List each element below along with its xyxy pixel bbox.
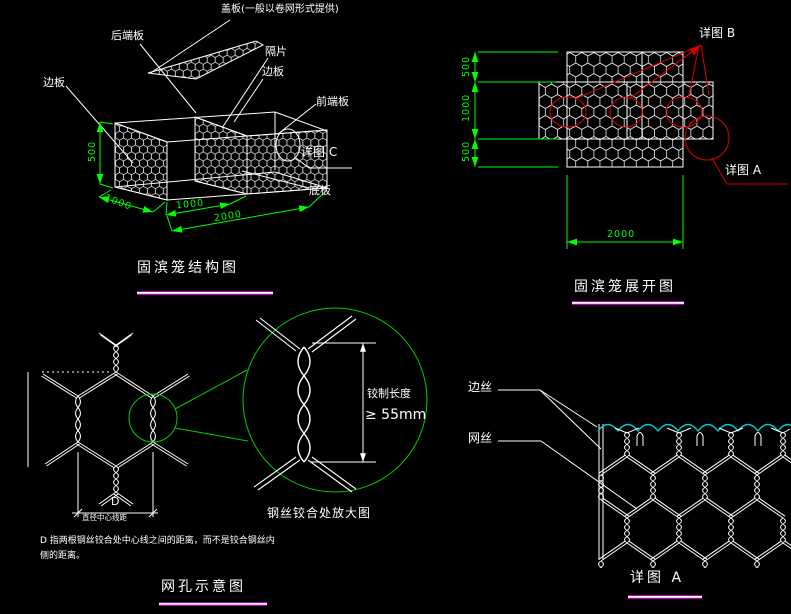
box-height-dim: 500 xyxy=(87,140,98,162)
unfold-length-dim: 2000 xyxy=(607,229,636,240)
unfold-detail-callouts xyxy=(549,44,788,185)
magnified-twist xyxy=(253,315,376,493)
side-panel-right-label: 边板 xyxy=(262,65,284,78)
unfold-bottom-flap-dim: 500 xyxy=(461,140,472,162)
side-panel-left-label: 边板 xyxy=(43,76,65,89)
front-panel-leader xyxy=(277,103,317,135)
detail-b-label: 详图 B xyxy=(699,26,736,40)
edge-wire-label: 边丝 xyxy=(468,380,493,394)
selvedge-wrap-cyan xyxy=(597,423,791,433)
magnifier-circle xyxy=(242,307,428,493)
cover-leader xyxy=(151,19,231,73)
mesh-view-title: 网孔示意图 xyxy=(161,579,246,595)
detail-c-label: 详图 C xyxy=(301,145,338,159)
structure-dimensions xyxy=(96,121,328,233)
detail-a-leader xyxy=(711,157,788,185)
diaphragm-label: 隔片 xyxy=(265,45,287,58)
cover-panel-hatch xyxy=(147,40,265,80)
bottom-panel-label: 底板 xyxy=(309,184,331,197)
d-sub-label: 直径中心线距 xyxy=(82,513,127,522)
mesh-title-underline xyxy=(159,602,267,606)
unfold-bottom-flap xyxy=(566,138,684,168)
unfold-view xyxy=(538,51,714,168)
mesh-note-line1: D 指两根钢丝铰合处中心线之间的距离，而不是铰合钢丝内 xyxy=(40,536,275,546)
detail-a-mesh xyxy=(598,427,791,568)
detail-c-circle xyxy=(275,128,301,162)
mesh-wire-label: 网丝 xyxy=(468,431,493,445)
diaphragm-leader xyxy=(221,57,269,129)
back-panel-label: 后端板 xyxy=(111,29,144,42)
detail-a-title-underline xyxy=(628,595,702,599)
cover-label: 盖板(一般以卷网形式提供) xyxy=(221,4,339,15)
unfold-middle-dim: 1000 xyxy=(461,93,472,122)
unfold-dimensions xyxy=(471,51,684,249)
structure-3d-box xyxy=(65,19,352,201)
unfold-left-flap xyxy=(538,81,568,140)
side-panel-right-leader xyxy=(233,78,264,123)
twist-length-label: 铰制长度 xyxy=(367,387,411,400)
magnifier-callout xyxy=(128,307,428,493)
unfold-top-flap xyxy=(566,51,684,83)
detail-c-leader xyxy=(295,157,352,169)
structure-view-title: 固滨笼结构图 xyxy=(137,260,239,276)
detail-a-callout-label: 详图 A xyxy=(725,163,762,177)
front-panel-label: 前端板 xyxy=(316,95,349,108)
d-dim-label: D xyxy=(111,495,120,508)
magnifier-caption: 钢丝铰合处放大图 xyxy=(267,506,372,520)
unfold-title-underline xyxy=(572,301,684,305)
bottom-panel-leader xyxy=(241,170,310,189)
detail-a-view-title: 详图 A xyxy=(630,570,685,586)
unfold-top-flap-dim: 500 xyxy=(461,55,472,77)
structure-title-underline xyxy=(137,291,273,295)
mesh-schematic xyxy=(27,332,190,518)
back-panel-leader xyxy=(139,43,197,114)
mesh-note-line2: 侧的距离。 xyxy=(40,551,86,561)
twist-length-value: ≥ 55mm xyxy=(365,407,427,423)
unfold-view-title: 固滨笼展开图 xyxy=(574,279,676,295)
